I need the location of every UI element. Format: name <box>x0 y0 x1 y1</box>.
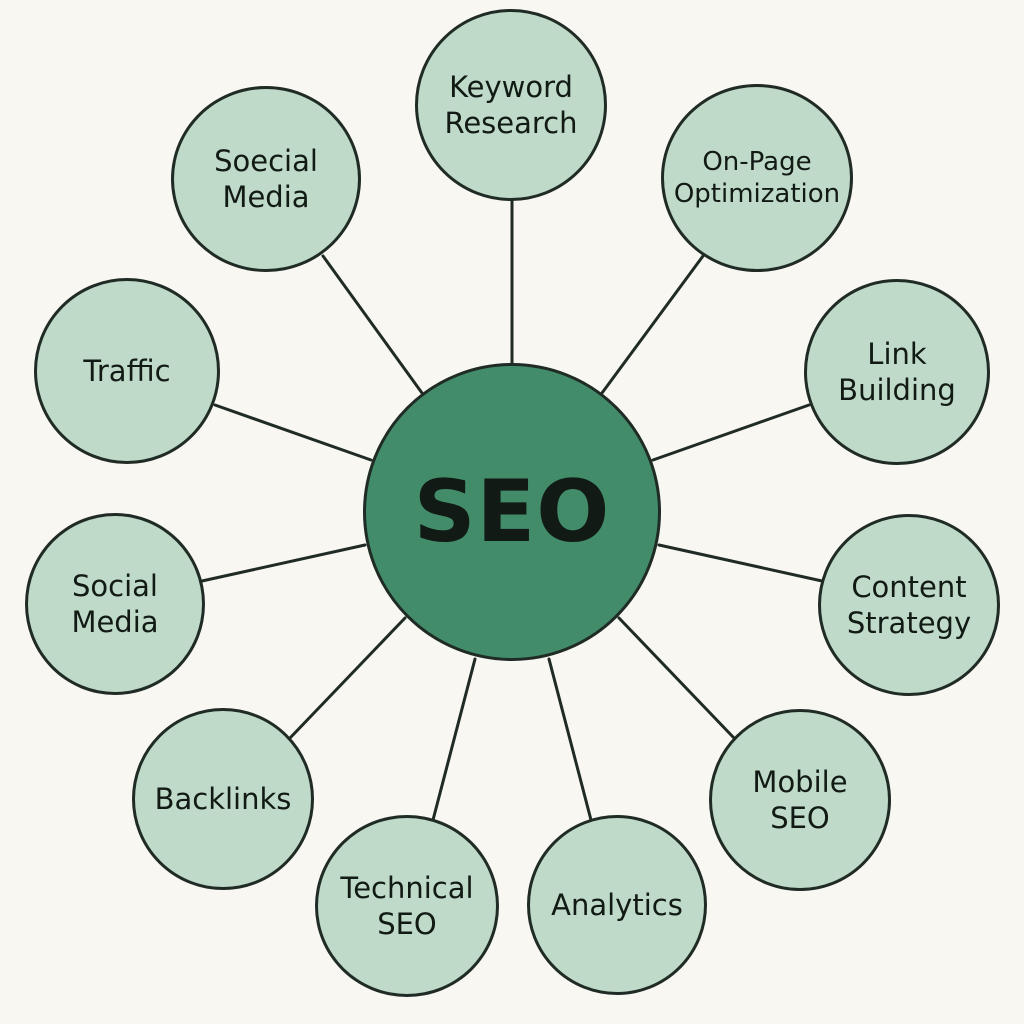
node-label: Link Building <box>838 336 956 407</box>
connector-link-building <box>651 403 811 462</box>
connector-content-strategy <box>657 543 824 583</box>
node-traffic: Traffic <box>34 278 220 464</box>
node-content-strategy: Content Strategy <box>818 514 1000 696</box>
node-label: Social Media <box>71 568 159 639</box>
connector-backlinks <box>288 616 407 740</box>
connector-social-media <box>200 543 367 583</box>
node-label: Content Strategy <box>846 569 972 640</box>
node-label: Analytics <box>551 887 683 922</box>
hub-node-seo: SEO <box>363 363 661 661</box>
node-mobile-seo: Mobile SEO <box>709 709 891 891</box>
connector-soecial-media <box>321 254 424 395</box>
node-keyword-research: Keyword Research <box>415 9 607 201</box>
node-social-media: Social Media <box>25 513 205 695</box>
connector-on-page-optimization <box>600 254 705 395</box>
node-label: On-Page Optimization <box>673 146 841 210</box>
connector-traffic <box>213 403 373 462</box>
node-link-building: Link Building <box>804 279 990 465</box>
connector-analytics <box>547 657 593 822</box>
node-label: Traffic <box>83 353 171 388</box>
node-on-page-optimization: On-Page Optimization <box>661 84 853 272</box>
connector-technical-seo <box>431 657 477 822</box>
connector-mobile-seo <box>617 616 736 740</box>
node-analytics: Analytics <box>527 815 707 995</box>
node-label: Mobile SEO <box>752 764 848 835</box>
node-label: Technical SEO <box>340 870 474 941</box>
node-soecial-media: Soecial Media <box>171 86 361 272</box>
node-label: Keyword Research <box>444 69 578 140</box>
node-backlinks: Backlinks <box>132 708 314 890</box>
node-label: Backlinks <box>154 781 292 816</box>
node-technical-seo: Technical SEO <box>315 815 499 997</box>
hub-label: SEO <box>413 462 611 562</box>
node-label: Soecial Media <box>214 143 318 214</box>
